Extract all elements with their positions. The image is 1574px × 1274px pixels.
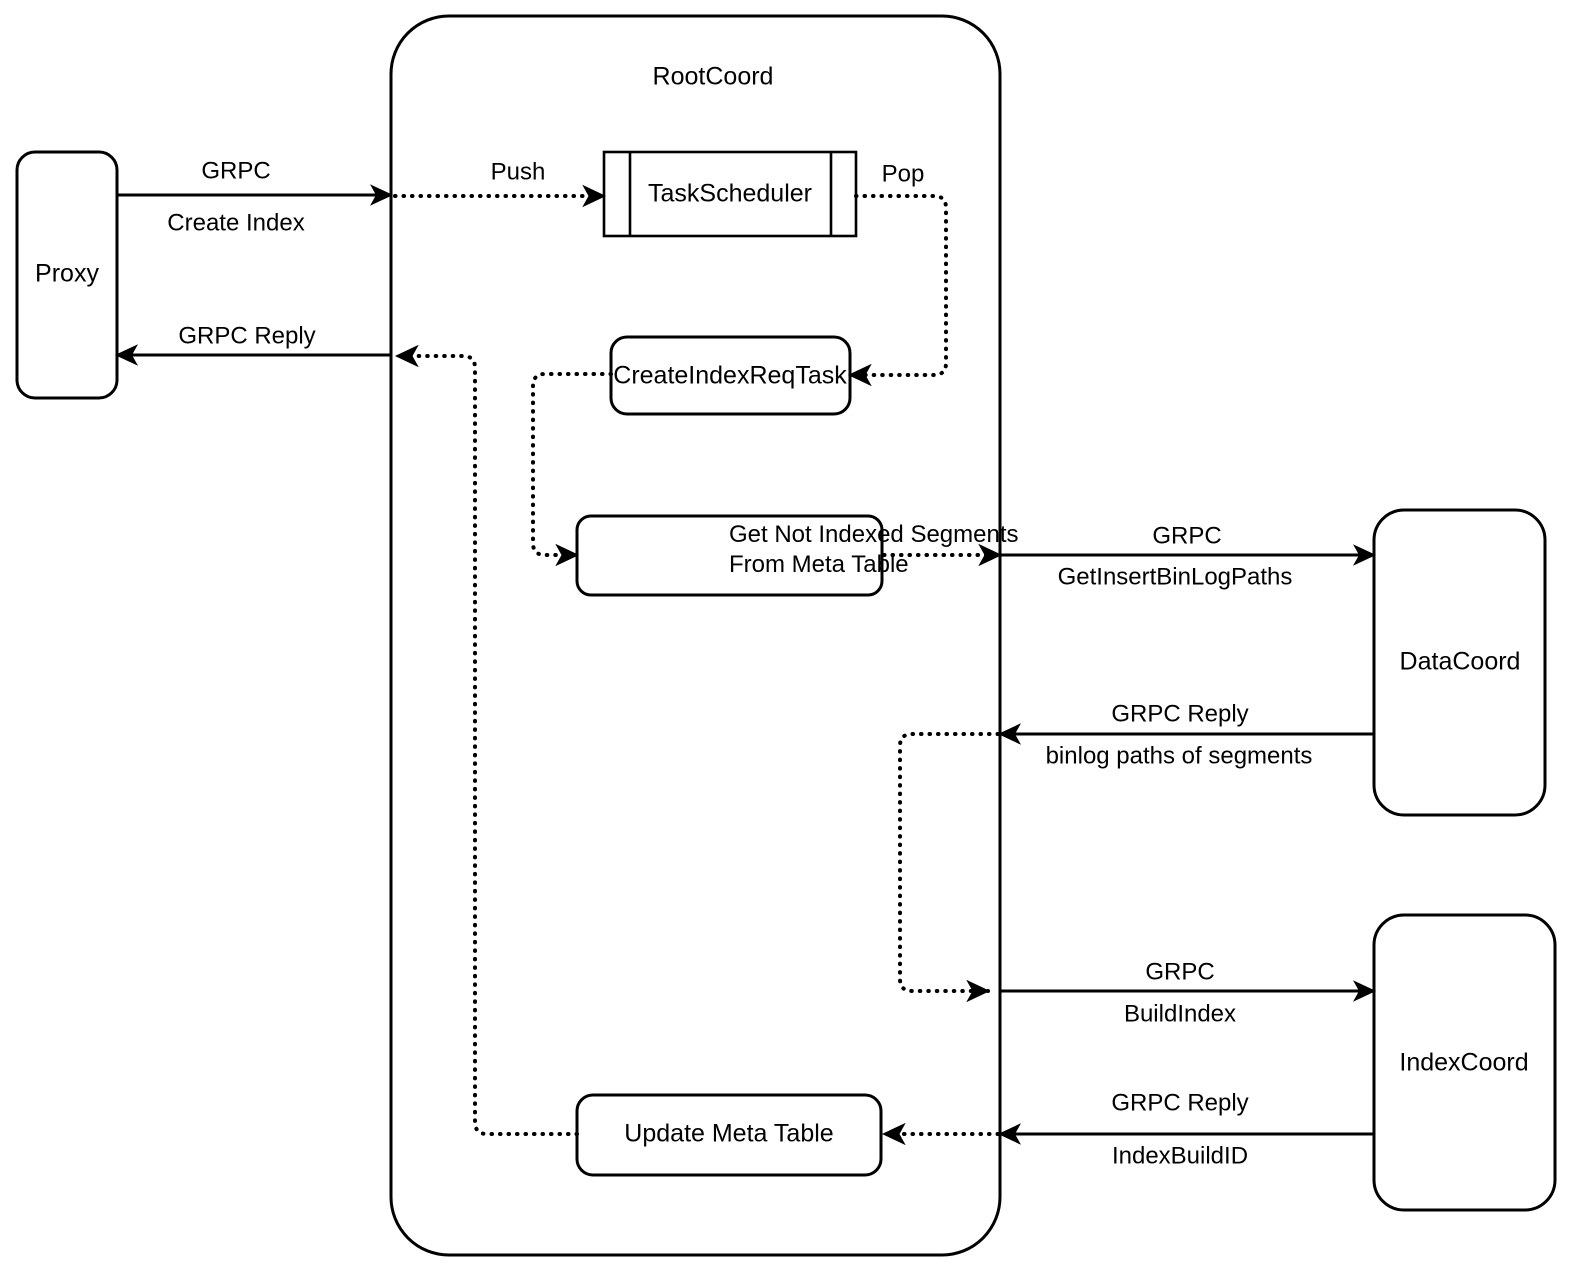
node-task-scheduler[interactable]: [602, 150, 858, 238]
edge-push-label: Push: [491, 158, 546, 185]
node-index-coord-label: IndexCoord: [1399, 1049, 1528, 1077]
edge-rootcoord-to-indexcoord-label-line2: BuildIndex: [1124, 1000, 1236, 1027]
edge-datacoord-reply-label-line2: binlog paths of segments: [1046, 742, 1313, 769]
node-update-meta-table-label: Update Meta Table: [624, 1120, 833, 1148]
edge-datacoord-reply-label-line1: GRPC Reply: [1111, 700, 1248, 727]
edge-rootcoord-to-datacoord-label-line2: GetInsertBinLogPaths: [1058, 563, 1293, 590]
edge-update-meta-to-grpc-reply: [394, 344, 579, 1136]
node-proxy[interactable]: [15, 150, 119, 400]
edge-rootcoord-to-datacoord-label-line1: GRPC: [1152, 522, 1221, 549]
node-get-not-indexed-segments-label-line2: From Meta Table: [729, 551, 909, 578]
edge-proxy-to-rootcoord-label-line2: Create Index: [167, 209, 304, 236]
node-data-coord[interactable]: [1372, 508, 1547, 817]
edge-indexcoord-reply-label-line1: GRPC Reply: [1111, 1089, 1248, 1116]
edge-proxy-to-rootcoord-label-line1: GRPC: [201, 157, 270, 184]
node-data-coord-label: DataCoord: [1400, 648, 1521, 676]
node-create-index-req-task-label: CreateIndexReqTask: [613, 362, 847, 390]
edge-rootcoord-to-proxy-label: GRPC Reply: [178, 322, 315, 349]
edge-binlog-to-buildindex: [898, 732, 1000, 1003]
edge-indexcoord-reply-label-line2: IndexBuildID: [1112, 1142, 1248, 1169]
edge-task-to-get-segments: [531, 372, 613, 567]
edge-rootcoord-to-indexcoord-label-line1: GRPC: [1145, 958, 1214, 985]
rootcoord-group-boundary: [389, 14, 1002, 1257]
edge-pop-label: Pop: [882, 160, 925, 187]
node-index-coord[interactable]: [1372, 913, 1557, 1212]
node-proxy-label: Proxy: [35, 260, 99, 288]
node-get-not-indexed-segments-label-line1: Get Not Indexed Segments: [729, 521, 1019, 548]
rootcoord-group-label: RootCoord: [653, 63, 774, 91]
node-task-scheduler-label: TaskScheduler: [648, 180, 812, 208]
